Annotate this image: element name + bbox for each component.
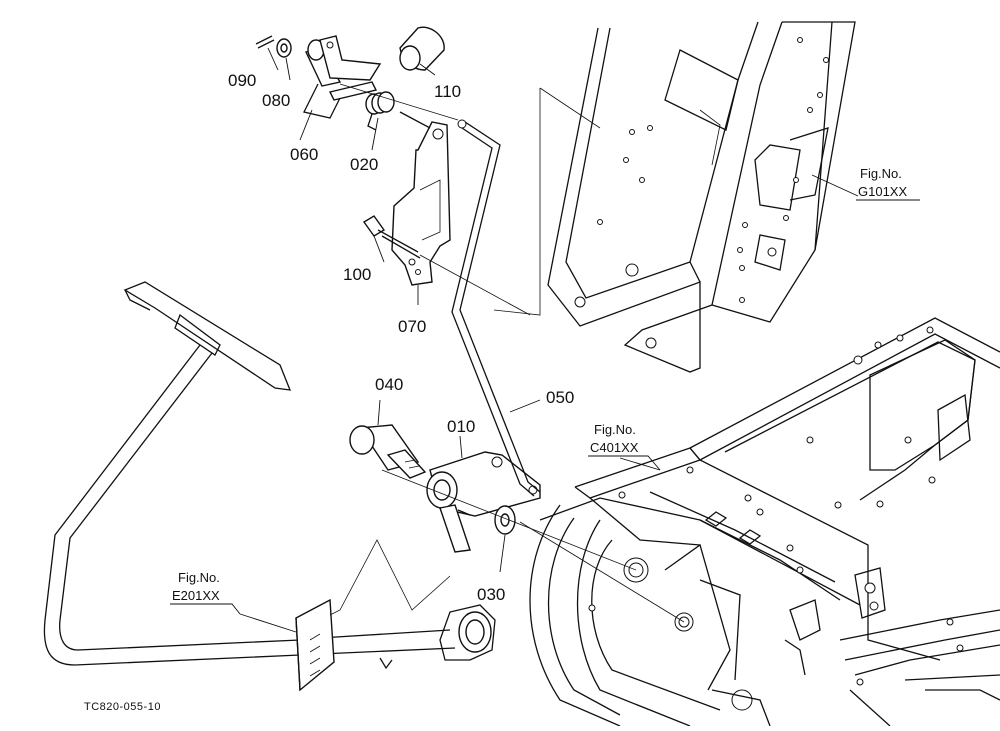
pin-bracket <box>319 35 382 81</box>
label-060: 060 <box>290 145 318 164</box>
cotter-pin-090 <box>255 35 275 49</box>
label-110: 110 <box>434 82 461 101</box>
pedal-assembly <box>43 281 496 692</box>
bolt-100 <box>362 215 421 259</box>
drawing-code: TC820-055-10 <box>84 701 161 713</box>
arm-010 <box>426 451 541 553</box>
shaft-040 <box>349 424 427 479</box>
frame-bracket <box>547 21 856 373</box>
figure-code: E201XX <box>172 588 220 603</box>
figure-code: G101XX <box>858 184 907 199</box>
knob-110 <box>399 26 445 71</box>
figure-code: C401XX <box>590 440 639 455</box>
label-050: 050 <box>546 388 574 407</box>
label-040: 040 <box>375 375 403 394</box>
washer-030 <box>494 505 516 535</box>
label-030: 030 <box>477 585 505 604</box>
label-070: 070 <box>398 317 426 336</box>
lever-plate-070 <box>391 121 451 286</box>
figure-reference-e201xx: Fig.No. E201XX <box>170 570 241 615</box>
transmission-case <box>529 317 1000 727</box>
figure-heading: Fig.No. <box>860 166 902 181</box>
label-100: 100 <box>343 265 371 284</box>
label-090: 090 <box>228 71 256 90</box>
label-080: 080 <box>262 91 290 110</box>
figure-heading: Fig.No. <box>594 422 636 437</box>
part-labels: 090 080 110 060 020 100 070 040 010 050 … <box>228 71 574 604</box>
figure-reference-c401xx: Fig.No. C401XX <box>588 422 661 471</box>
label-020: 020 <box>350 155 378 174</box>
label-010: 010 <box>447 417 475 436</box>
washer-080 <box>276 38 292 58</box>
figure-reference-g101xx: Fig.No. G101XX <box>856 166 920 201</box>
figure-heading: Fig.No. <box>178 570 220 585</box>
rod-050 <box>451 119 541 497</box>
spring-020 <box>365 91 395 131</box>
leader-lines <box>239 47 859 633</box>
